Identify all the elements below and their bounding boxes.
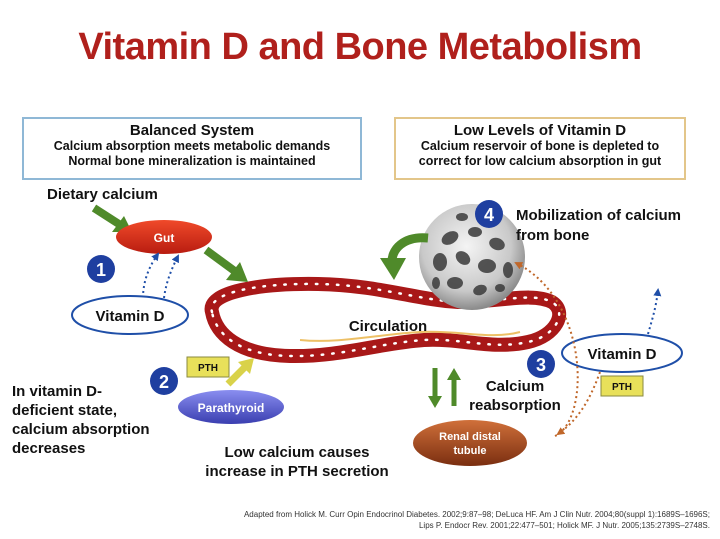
pth-arrow	[225, 363, 249, 387]
step-circle-2	[150, 367, 178, 395]
bone-to-circulation-arrow	[380, 233, 429, 280]
pth-right-box	[600, 375, 644, 397]
renal-label-line1: Renal distal	[439, 431, 501, 443]
dietary-calcium-label: Dietary calcium	[47, 186, 158, 203]
deficient-text-line3: calcium absorption	[12, 421, 150, 438]
page-title: Vitamin D and Bone Metabolism	[78, 26, 642, 68]
deficient-text-line4: decreases	[12, 440, 85, 457]
step-number-4: 4	[484, 205, 494, 225]
balanced-system-line2: Normal bone mineralization is maintained	[68, 154, 316, 168]
balanced-system-heading: Balanced System	[129, 122, 255, 139]
vitamin-d-right-arrow	[647, 288, 662, 335]
pth-right-label: PTH	[612, 382, 632, 393]
bone-image	[419, 204, 525, 310]
balanced-system-line1: Calcium absorption meets metabolic deman…	[53, 139, 331, 153]
vitamin-d-left-label: Vitamin D	[96, 308, 165, 325]
citation-line1: Adapted from Holick M. Curr Opin Endocri…	[243, 510, 710, 519]
gut-label: Gut	[154, 231, 175, 245]
citation: Adapted from Holick M. Curr Opin Endocri…	[100, 509, 710, 531]
low-calcium-line2: increase in PTH secretion	[205, 463, 388, 480]
parathyroid-label: Parathyroid	[198, 401, 265, 415]
renal-tubule-shape	[413, 420, 527, 466]
low-vitamin-d-line1: Calcium reservoir of bone is depleted to	[420, 139, 660, 153]
vitamin-d-right-label: Vitamin D	[588, 346, 657, 363]
balanced-system-box: Balanced System Calcium absorption meets…	[22, 117, 362, 180]
circulation-label: Circulation	[349, 318, 427, 335]
step-number-1: 1	[96, 260, 106, 280]
mobilization-label-line1: Mobilization of calcium	[516, 207, 681, 224]
gut-shape	[116, 220, 212, 254]
renal-label-line2: tubule	[454, 445, 487, 457]
step-circle-3	[527, 350, 555, 378]
calcium-reabsorption-line2: reabsorption	[469, 397, 561, 414]
step-circle-4	[475, 200, 503, 228]
low-vitamin-d-box: Low Levels of Vitamin D Calcium reservoi…	[394, 117, 686, 180]
renal-to-bone-arrow	[514, 262, 579, 437]
deficient-text-line1: In vitamin D-	[12, 383, 102, 400]
calcium-reabsorption-line1: Calcium	[486, 378, 544, 395]
deficient-text-line2: deficient state,	[12, 402, 117, 419]
pth-left-box	[186, 356, 230, 378]
low-vitamin-d-heading: Low Levels of Vitamin D	[453, 122, 627, 139]
step-number-3: 3	[536, 355, 546, 375]
calcium-reabsorption-arrows	[428, 368, 461, 408]
gut-to-circulation-arrow	[203, 246, 248, 282]
vitamin-d-to-gut-arrow-1	[142, 252, 160, 299]
low-vitamin-d-line2: correct for low calcium absorption in gu…	[418, 154, 662, 168]
vitamin-d-to-gut-arrow-2	[163, 254, 179, 299]
step-circle-1	[87, 255, 115, 283]
parathyroid-shape	[178, 390, 284, 424]
mobilization-label-line2: from bone	[516, 227, 589, 244]
citation-line2: Lips P. Endocr Rev. 2001;22:477–501; Hol…	[418, 521, 710, 530]
pth-left-label: PTH	[198, 363, 218, 374]
vitamin-d-left-ellipse	[71, 295, 189, 335]
low-calcium-line1: Low calcium causes	[224, 444, 369, 461]
vitamin-d-right-ellipse	[561, 333, 683, 373]
step-number-2: 2	[159, 372, 169, 392]
vitamin-d-to-renal-arrow	[556, 371, 601, 436]
circulation-ring	[204, 276, 567, 364]
